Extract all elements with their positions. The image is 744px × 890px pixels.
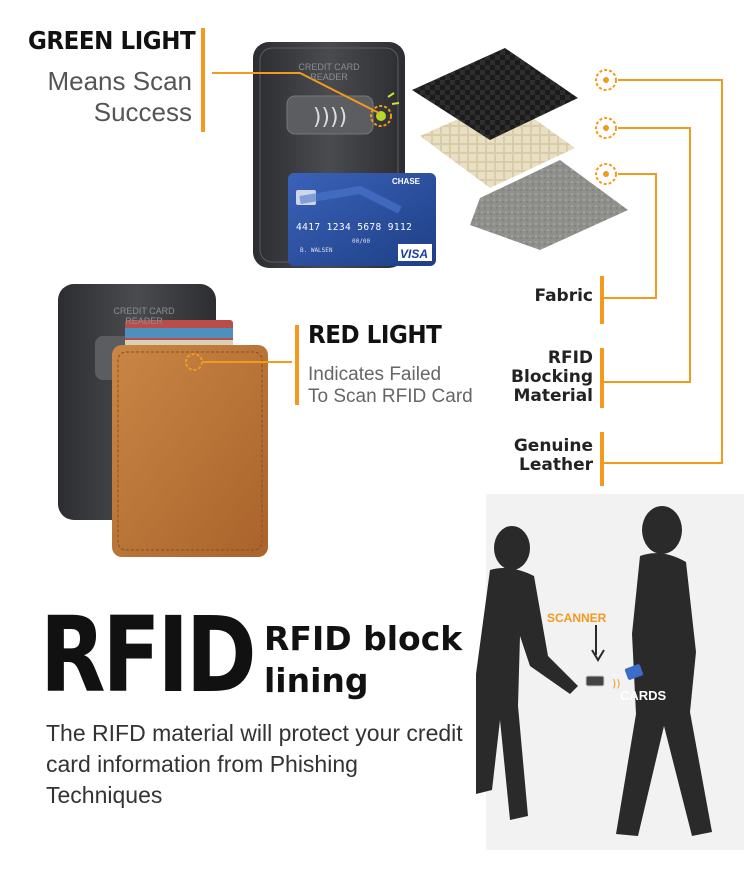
scanner-label: SCANNER <box>547 611 607 625</box>
svg-text:)): )) <box>612 677 621 690</box>
red-light-bar <box>295 325 299 405</box>
cards-label: CARDS <box>620 688 667 703</box>
pickpocket-illustration: )) <box>476 494 744 850</box>
leather-bar <box>600 432 604 486</box>
red-light-description: Indicates Failed To Scan RFID Card <box>308 364 473 408</box>
fabric-label: Fabric <box>534 286 593 306</box>
connector-lines <box>212 72 723 464</box>
red-light-description-line2: To Scan RFID Card <box>308 386 473 407</box>
reader-label-line1: CREDIT CARD <box>298 62 360 72</box>
rfid-subtitle: RFID block lining <box>264 618 474 702</box>
rfid-material-label: RFID Blocking Material <box>483 349 593 406</box>
rfid-bar <box>600 348 604 408</box>
rfid-material-line3: Material <box>513 386 593 406</box>
card-network: VISA <box>400 247 429 261</box>
rfid-subtitle-line1: RFID block <box>264 619 463 658</box>
reader-label: CREDIT CARD READER <box>278 62 380 82</box>
wallet-reader-label: CREDIT CARD READER <box>92 306 196 326</box>
green-light-title: GREEN LIGHT <box>28 26 196 55</box>
material-layers <box>412 48 628 250</box>
card-expiry: 00/00 <box>352 238 371 245</box>
card-number: 4417 1234 5678 9112 <box>296 222 413 233</box>
rfid-big-title: RFID <box>40 594 257 716</box>
rfid-material-line2: Blocking <box>511 367 593 387</box>
credit-card-image <box>288 173 436 266</box>
red-light-description-line1: Indicates Failed <box>308 364 442 385</box>
fabric-bar <box>600 276 604 324</box>
card-bank: CHASE <box>392 177 421 186</box>
rfid-material-line1: RFID <box>547 348 593 368</box>
wallet-reader <box>58 284 292 557</box>
green-light-description: Means Scan Success <box>47 66 192 127</box>
layer-indicators <box>595 69 617 185</box>
leather-line2: Leather <box>519 455 593 475</box>
green-light-bar <box>201 28 205 132</box>
red-light-title: RED LIGHT <box>308 320 442 349</box>
leather-label: Genuine Leather <box>483 437 593 475</box>
svg-text:)))): )))) <box>313 105 347 130</box>
wallet-reader-label-line2: READER <box>125 316 163 326</box>
card-holder: B. WALSEN <box>300 247 333 254</box>
reader-label-line2: READER <box>310 72 348 82</box>
rfid-description: The RIFD material will protect your cred… <box>46 720 463 808</box>
wallet-reader-label-line1: CREDIT CARD <box>113 306 175 316</box>
leather-line1: Genuine <box>513 436 593 456</box>
rfid-subtitle-line2: lining <box>264 661 369 700</box>
